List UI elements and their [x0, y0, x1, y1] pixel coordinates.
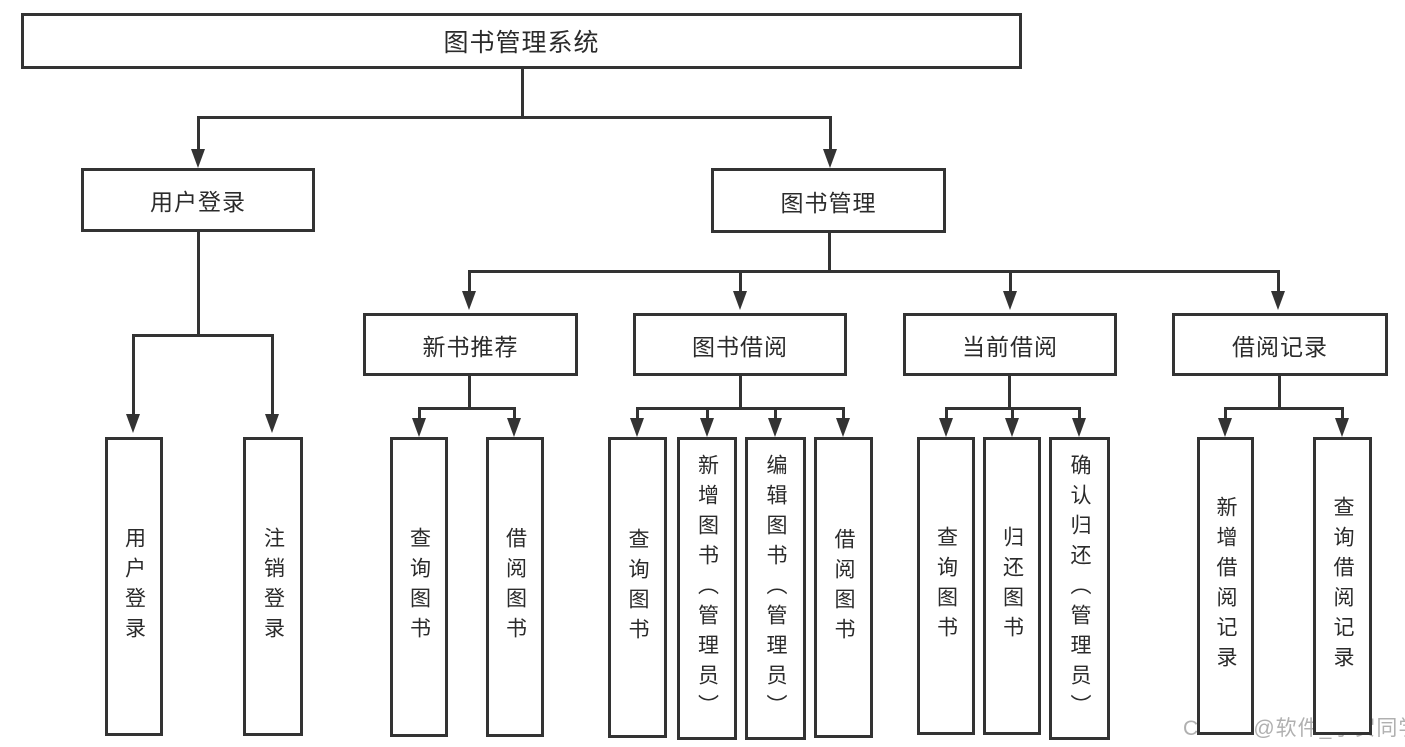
connector-line	[197, 116, 832, 119]
connector-line	[468, 376, 471, 409]
leaf-query-books-recommend-label: 查询图书	[407, 527, 431, 647]
leaf-edit-books-admin: 编辑图书（管理员）	[745, 437, 806, 740]
node-user-login: 用户登录	[81, 168, 315, 232]
connector-line	[945, 408, 948, 419]
node-book-management: 图书管理	[711, 168, 946, 233]
connector-line	[197, 117, 200, 150]
leaf-query-borrow-record: 查询借阅记录	[1313, 437, 1372, 735]
connector-line	[1341, 408, 1344, 419]
connector-line	[842, 408, 845, 419]
connector-line	[1078, 408, 1081, 419]
leaf-borrow-books-label: 借阅图书	[832, 527, 855, 648]
leaf-borrow-books-recommend: 借阅图书	[486, 437, 544, 737]
leaf-add-borrow-record-label: 新增借阅记录	[1214, 496, 1237, 676]
node-borrowing-records: 借阅记录	[1172, 313, 1388, 376]
leaf-return-books: 归还图书	[983, 437, 1041, 735]
arrow-down-icon	[265, 414, 279, 433]
arrow-down-icon	[126, 414, 140, 433]
connector-line	[636, 407, 845, 410]
leaf-add-borrow-record: 新增借阅记录	[1197, 437, 1254, 735]
connector-line	[1011, 408, 1014, 419]
arrow-down-icon	[1271, 291, 1285, 310]
connector-line	[739, 376, 742, 409]
arrow-down-icon	[412, 418, 426, 437]
connector-line	[774, 408, 777, 419]
arrow-down-icon	[191, 149, 205, 168]
connector-line	[1277, 271, 1280, 292]
arrow-down-icon	[733, 291, 747, 310]
connector-line	[468, 271, 471, 292]
arrow-down-icon	[1218, 418, 1232, 437]
leaf-borrow-books: 借阅图书	[814, 437, 873, 738]
connector-line	[521, 69, 524, 118]
node-library-system: 图书管理系统	[21, 13, 1022, 69]
node-book-borrowing: 图书借阅	[633, 313, 847, 376]
connector-line	[1224, 407, 1344, 410]
arrow-down-icon	[768, 418, 782, 437]
leaf-return-books-label: 归还图书	[1000, 526, 1024, 646]
arrow-down-icon	[1072, 418, 1086, 437]
connector-line	[1008, 376, 1011, 409]
leaf-user-login-label: 用户登录	[122, 526, 146, 647]
leaf-add-books-admin-label: 新增图书（管理员）	[695, 453, 719, 724]
connector-line	[197, 232, 200, 336]
leaf-add-books-admin: 新增图书（管理员）	[677, 437, 737, 740]
arrow-down-icon	[836, 418, 850, 437]
leaf-query-books-current: 查询图书	[917, 437, 975, 735]
connector-line	[132, 335, 135, 416]
connector-line	[706, 408, 709, 419]
leaf-logout-label: 注销登录	[261, 526, 285, 647]
node-new-book-recommend: 新书推荐	[363, 313, 578, 376]
connector-line	[739, 271, 742, 292]
arrow-down-icon	[1335, 418, 1349, 437]
leaf-query-books-current-label: 查询图书	[934, 526, 958, 646]
connector-line	[468, 270, 1280, 273]
leaf-user-login: 用户登录	[105, 437, 163, 736]
connector-line	[418, 408, 421, 419]
connector-line	[418, 407, 516, 410]
node-current-borrowing: 当前借阅	[903, 313, 1117, 376]
connector-line	[132, 334, 274, 337]
arrow-down-icon	[462, 291, 476, 310]
arrow-down-icon	[1005, 418, 1019, 437]
arrow-down-icon	[939, 418, 953, 437]
connector-line	[1224, 408, 1227, 419]
connector-line	[945, 407, 1081, 410]
leaf-query-books-recommend: 查询图书	[390, 437, 448, 737]
arrow-down-icon	[823, 149, 837, 168]
leaf-query-borrow-record-label: 查询借阅记录	[1331, 496, 1354, 676]
arrow-down-icon	[630, 418, 644, 437]
leaf-query-books-borrowing-label: 查询图书	[626, 527, 649, 648]
leaf-logout: 注销登录	[243, 437, 303, 736]
connector-line	[828, 233, 831, 272]
leaf-confirm-return-admin: 确认归还（管理员）	[1049, 437, 1110, 740]
connector-line	[271, 335, 274, 416]
connector-line	[636, 408, 639, 419]
connector-line	[829, 117, 832, 150]
arrow-down-icon	[1003, 291, 1017, 310]
leaf-edit-books-admin-label: 编辑图书（管理员）	[764, 453, 787, 724]
connector-line	[1009, 271, 1012, 292]
connector-line	[1278, 376, 1281, 409]
leaf-query-books-borrowing: 查询图书	[608, 437, 667, 738]
connector-line	[513, 408, 516, 419]
leaf-confirm-return-admin-label: 确认归还（管理员）	[1068, 453, 1091, 724]
leaf-borrow-books-recommend-label: 借阅图书	[503, 527, 527, 647]
arrow-down-icon	[700, 418, 714, 437]
arrow-down-icon	[507, 418, 521, 437]
